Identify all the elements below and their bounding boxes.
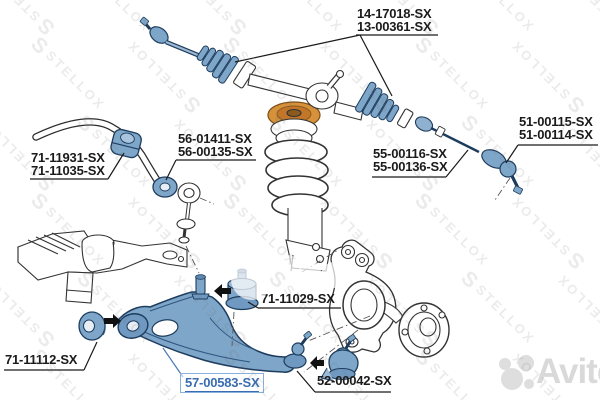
right-tie-rod-end-part: [481, 149, 523, 195]
steering-knuckle-drawing: [328, 239, 404, 353]
label-rack-boots: 14-17018-SX 13-00361-SX: [357, 6, 432, 34]
ball-joint-part: [320, 334, 359, 382]
control-arm-ball-joint: [283, 330, 312, 369]
arrow-left-icon: [214, 284, 231, 298]
arm-front-bushing-part: [78, 311, 106, 341]
control-arm-rear-pin: [191, 274, 210, 300]
stabilizer-bushing-part: [110, 128, 142, 159]
label-inner-tie-rod: 55-00116-SX 55-00136-SX: [373, 146, 448, 174]
control-arm-part: [117, 274, 312, 373]
label-control-arm-selected: 57-00583-SX: [180, 373, 265, 393]
right-steering-boot-part: [355, 81, 400, 123]
label-leader-lines: [4, 34, 598, 393]
label-arm-rear-bushing: 71-11029-SX: [261, 291, 335, 306]
wheel-hub-drawing: [398, 302, 450, 358]
steering-rack-drawing: [139, 16, 523, 195]
arrow-right-icon: [104, 314, 121, 328]
label-ball-joint: 52-00042-SX: [317, 373, 392, 388]
label-link-bushing: 56-01411-SX 56-00135-SX: [178, 131, 253, 159]
strut-assembly-drawing: [264, 101, 331, 272]
arrow-left-icon: [310, 356, 324, 370]
assembly-arrows: [104, 284, 324, 370]
label-arm-front-bushing: 71-11112-SX: [5, 352, 78, 367]
left-tie-rod-end-part: [139, 16, 169, 44]
inner-tie-rod-part: [414, 116, 480, 154]
label-tie-rod-end: 51-00115-SX 51-00114-SX: [519, 114, 593, 142]
subframe-drawing: [17, 230, 188, 304]
label-stab-bushing: 71-11931-SX 71-11035-SX: [31, 150, 105, 178]
left-steering-boot-part: [196, 45, 239, 84]
sway-bar-link-drawing: [152, 176, 201, 244]
